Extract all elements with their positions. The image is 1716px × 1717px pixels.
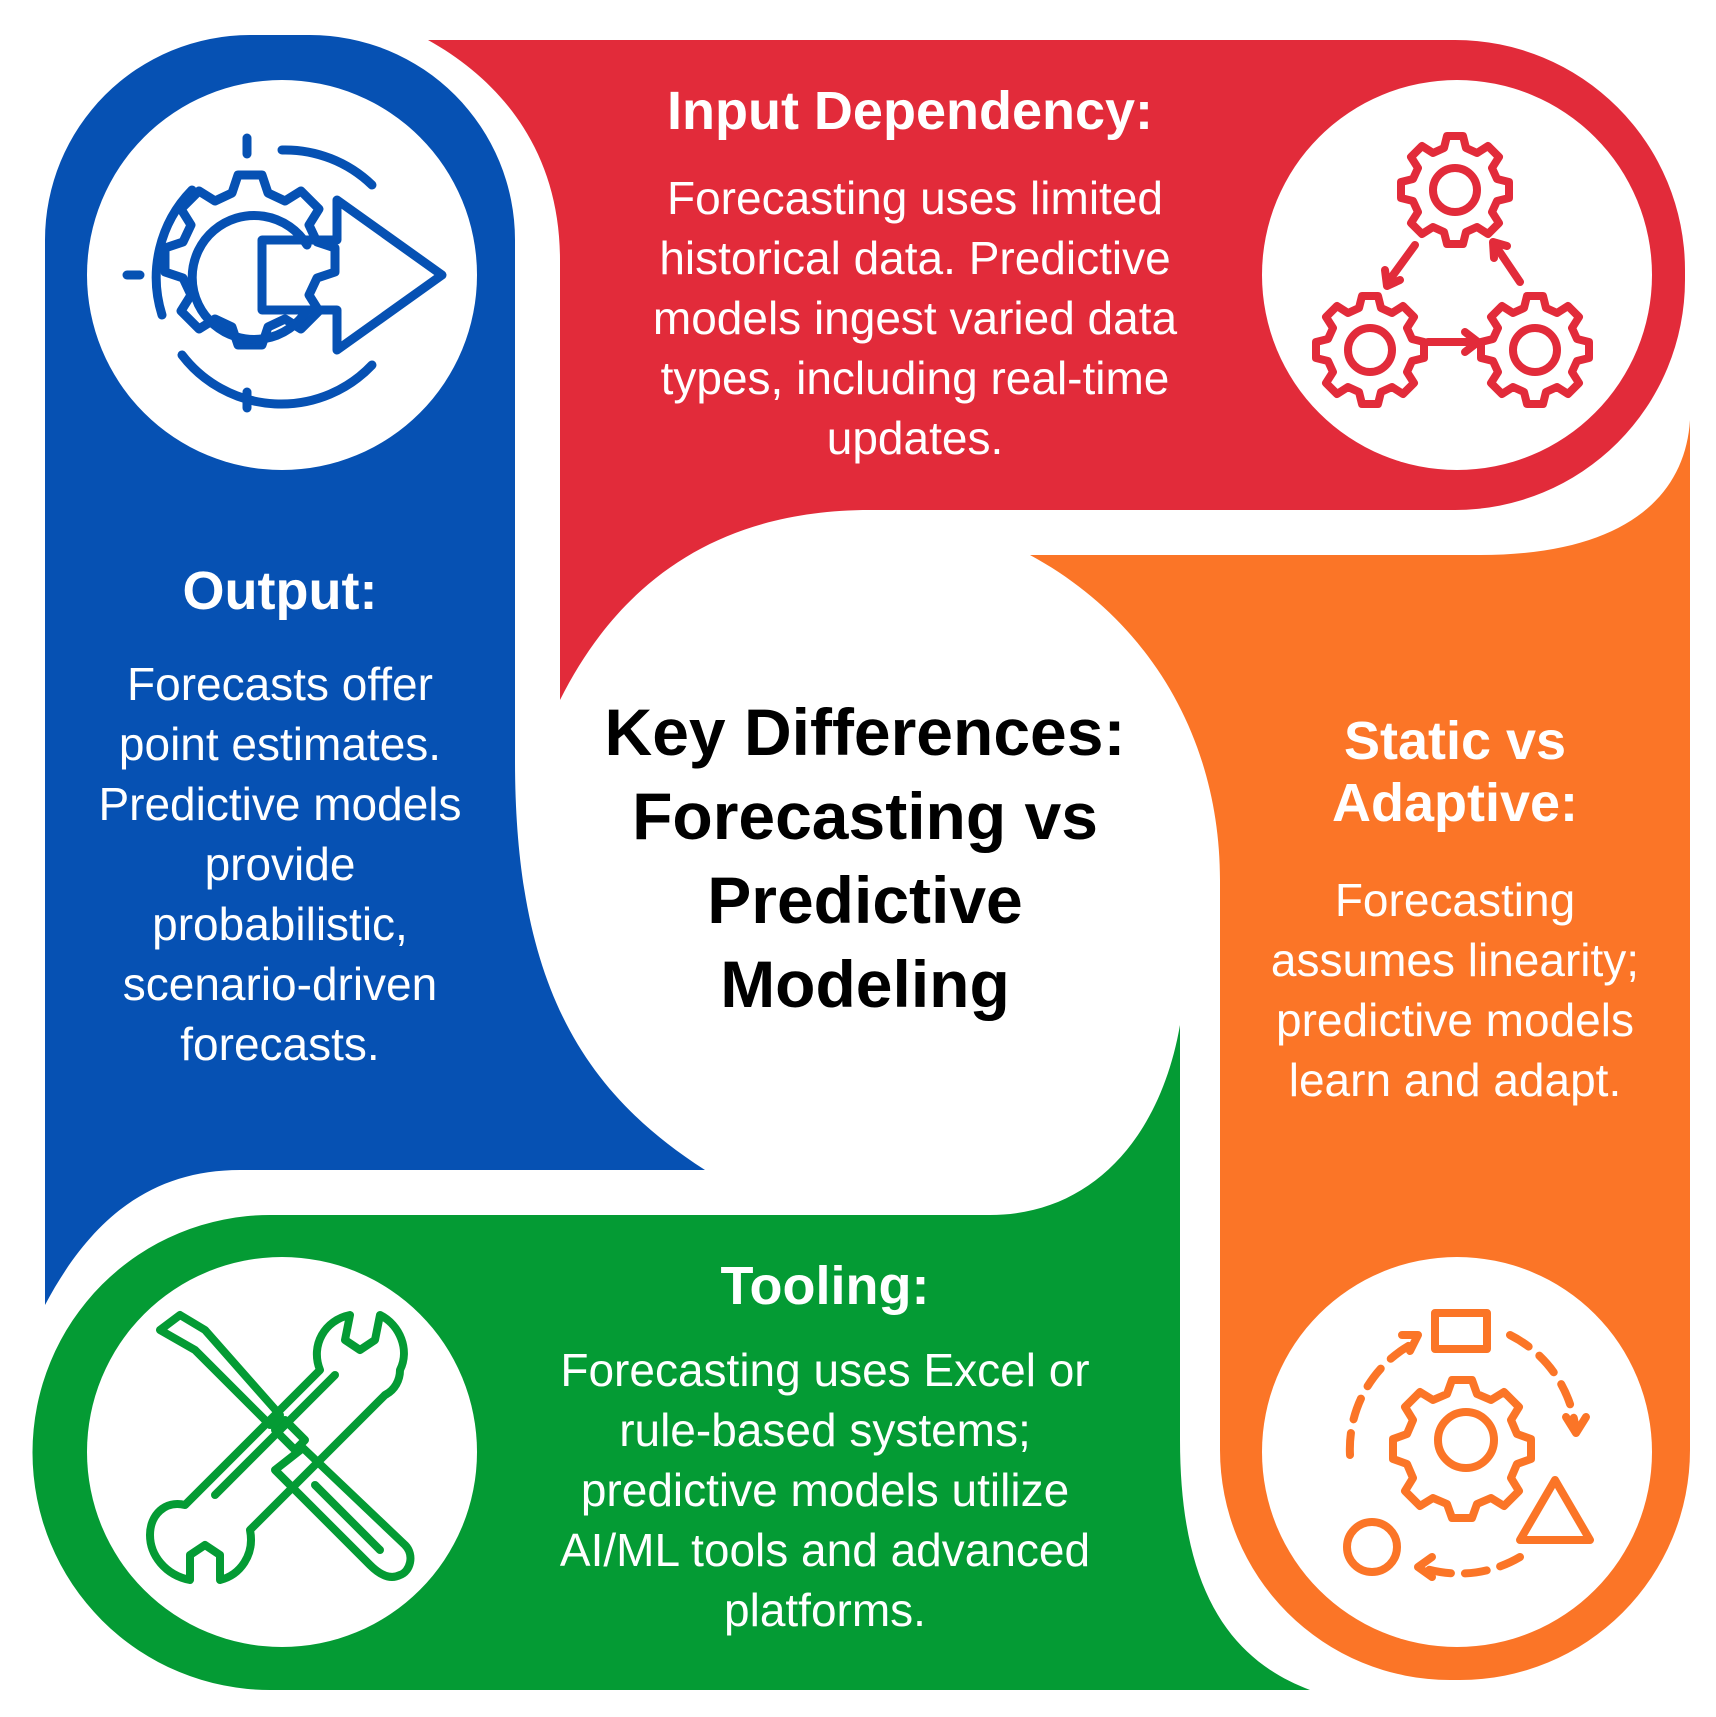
- gear-arrow-icon: [122, 133, 447, 413]
- output-icon-circle: [87, 80, 477, 470]
- wrench-screwdriver-icon: [146, 1311, 415, 1584]
- static-adaptive-heading: Static vs Adaptive:: [1331, 711, 1579, 833]
- input-dependency-body: Forecasting uses limited historical data…: [652, 172, 1178, 464]
- adaptive-cycle-icon: [1343, 1309, 1594, 1581]
- output-heading: Output:: [182, 561, 378, 621]
- static-adaptive-body: Forecasting assumes linearity; predictiv…: [1270, 874, 1640, 1106]
- output-body: Forecasts offer point estimates. Predict…: [98, 658, 462, 1070]
- gears-cycle-icon: [1312, 132, 1593, 408]
- input-dependency-heading: Input Dependency:: [666, 81, 1154, 141]
- adaptive-icon-circle: [1262, 1257, 1652, 1647]
- tooling-body: Forecasting uses Excel or rule-based sys…: [559, 1344, 1091, 1636]
- tooling-heading: Tooling:: [720, 1256, 930, 1316]
- center-title: Key Differences: Forecasting vs Predicti…: [604, 695, 1126, 1021]
